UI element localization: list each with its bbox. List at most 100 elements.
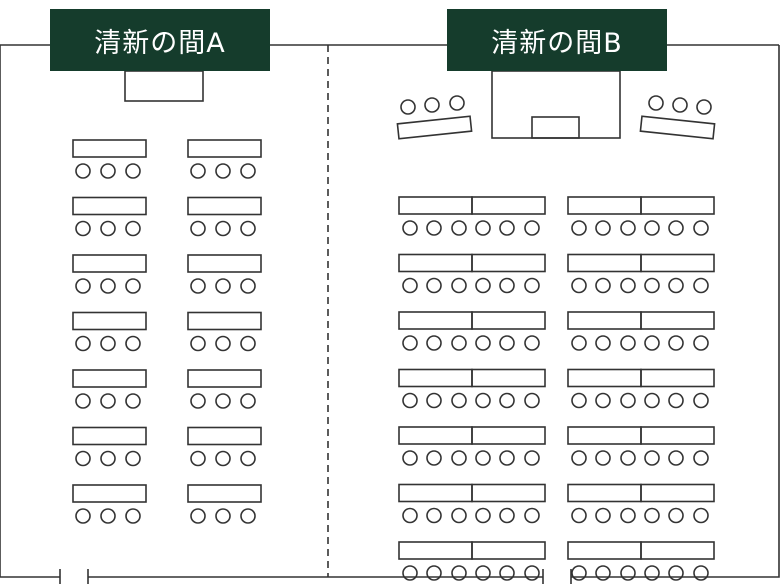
seat bbox=[524, 565, 540, 581]
seat bbox=[240, 335, 256, 352]
seat bbox=[644, 450, 660, 466]
table bbox=[187, 426, 262, 446]
table bbox=[471, 483, 546, 503]
table bbox=[640, 253, 715, 273]
seat bbox=[100, 450, 116, 467]
seat bbox=[644, 335, 660, 351]
seat bbox=[693, 507, 709, 524]
seat bbox=[696, 99, 712, 115]
seat bbox=[524, 220, 540, 236]
seat bbox=[475, 220, 491, 236]
seat bbox=[475, 392, 491, 409]
seat bbox=[524, 507, 540, 524]
seat bbox=[402, 277, 418, 294]
lectern-b bbox=[531, 116, 580, 139]
seat bbox=[644, 565, 660, 581]
side-table bbox=[639, 115, 716, 140]
seat bbox=[571, 450, 587, 466]
seat bbox=[100, 163, 116, 179]
seat bbox=[402, 507, 418, 524]
seat bbox=[595, 507, 611, 524]
table bbox=[640, 483, 715, 503]
seat bbox=[475, 277, 491, 294]
table bbox=[398, 483, 473, 503]
seat bbox=[402, 220, 418, 236]
table bbox=[187, 311, 262, 331]
seat bbox=[693, 565, 709, 581]
seat bbox=[620, 220, 636, 236]
table bbox=[398, 541, 473, 560]
seat bbox=[426, 450, 442, 466]
right-wall bbox=[571, 45, 780, 578]
seat bbox=[451, 277, 467, 294]
seat bbox=[75, 278, 91, 294]
seat bbox=[451, 450, 467, 466]
seat bbox=[215, 278, 231, 294]
seat bbox=[499, 450, 515, 466]
seat bbox=[75, 335, 91, 352]
table bbox=[471, 426, 546, 445]
seat bbox=[215, 163, 231, 179]
table bbox=[187, 484, 262, 503]
seat bbox=[595, 335, 611, 351]
stage-b bbox=[491, 70, 621, 139]
seat bbox=[125, 220, 141, 237]
table bbox=[567, 483, 642, 503]
seat bbox=[620, 507, 636, 524]
table bbox=[187, 369, 262, 388]
table bbox=[398, 196, 473, 215]
seat bbox=[644, 277, 660, 294]
seat bbox=[595, 277, 611, 294]
seat bbox=[100, 335, 116, 352]
seat bbox=[240, 450, 256, 467]
table bbox=[640, 541, 715, 560]
seat bbox=[215, 450, 231, 467]
seat bbox=[190, 163, 206, 179]
table bbox=[72, 369, 147, 388]
seat bbox=[693, 392, 709, 409]
seat bbox=[693, 335, 709, 351]
seat bbox=[215, 220, 231, 237]
seat bbox=[125, 278, 141, 294]
table bbox=[187, 139, 262, 158]
seat bbox=[100, 393, 116, 409]
seat bbox=[215, 508, 231, 524]
seat bbox=[400, 99, 416, 115]
seat bbox=[402, 565, 418, 581]
table bbox=[72, 426, 147, 446]
seat bbox=[451, 335, 467, 351]
table bbox=[72, 254, 147, 273]
side-table bbox=[396, 115, 473, 140]
seat bbox=[668, 392, 684, 409]
seat bbox=[595, 392, 611, 409]
table bbox=[640, 311, 715, 330]
seat bbox=[475, 507, 491, 524]
seat bbox=[524, 335, 540, 351]
seat bbox=[240, 508, 256, 524]
table bbox=[471, 541, 546, 560]
seat bbox=[190, 220, 206, 237]
table bbox=[187, 196, 262, 216]
seat bbox=[644, 392, 660, 409]
table bbox=[567, 253, 642, 273]
seat bbox=[451, 392, 467, 409]
seat bbox=[499, 335, 515, 351]
seat bbox=[190, 278, 206, 294]
seat bbox=[190, 335, 206, 352]
seat bbox=[426, 335, 442, 351]
seat bbox=[620, 565, 636, 581]
table bbox=[398, 426, 473, 445]
seat bbox=[240, 163, 256, 179]
seat bbox=[672, 97, 688, 113]
seat bbox=[100, 220, 116, 237]
table bbox=[567, 426, 642, 445]
seat bbox=[424, 97, 440, 113]
table bbox=[72, 196, 147, 216]
table bbox=[398, 311, 473, 330]
seat bbox=[693, 277, 709, 294]
table bbox=[640, 368, 715, 388]
seat bbox=[75, 163, 91, 179]
table bbox=[567, 368, 642, 388]
seat bbox=[426, 507, 442, 524]
seat bbox=[125, 508, 141, 524]
